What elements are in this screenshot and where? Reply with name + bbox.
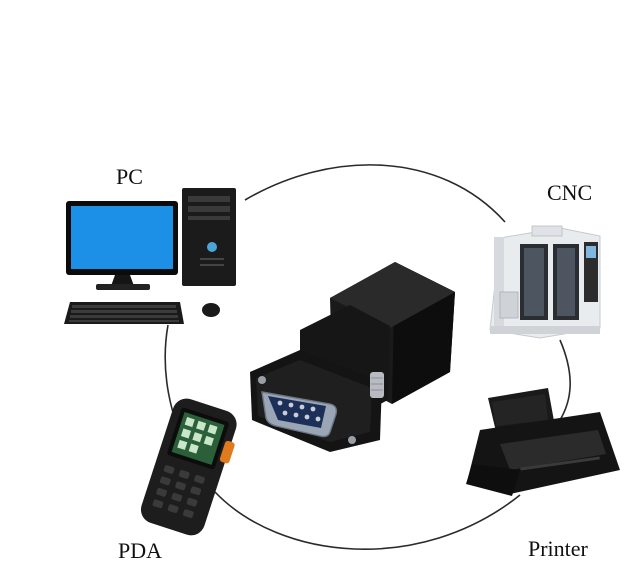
- pc-icon: [64, 188, 236, 324]
- pda-icon: [140, 398, 237, 536]
- cnc-machine-icon: [489, 225, 601, 339]
- monitor-screen: [71, 206, 173, 269]
- printer-icon: [466, 388, 620, 496]
- connection-ring: [164, 164, 571, 550]
- label-printer: Printer: [528, 536, 588, 561]
- label-pda: PDA: [118, 538, 163, 563]
- label-pc: PC: [116, 164, 143, 189]
- mouse: [202, 303, 220, 317]
- db9-to-rj45-adapter: [250, 262, 455, 452]
- pc-tower: [182, 188, 236, 286]
- label-cnc: CNC: [547, 180, 593, 205]
